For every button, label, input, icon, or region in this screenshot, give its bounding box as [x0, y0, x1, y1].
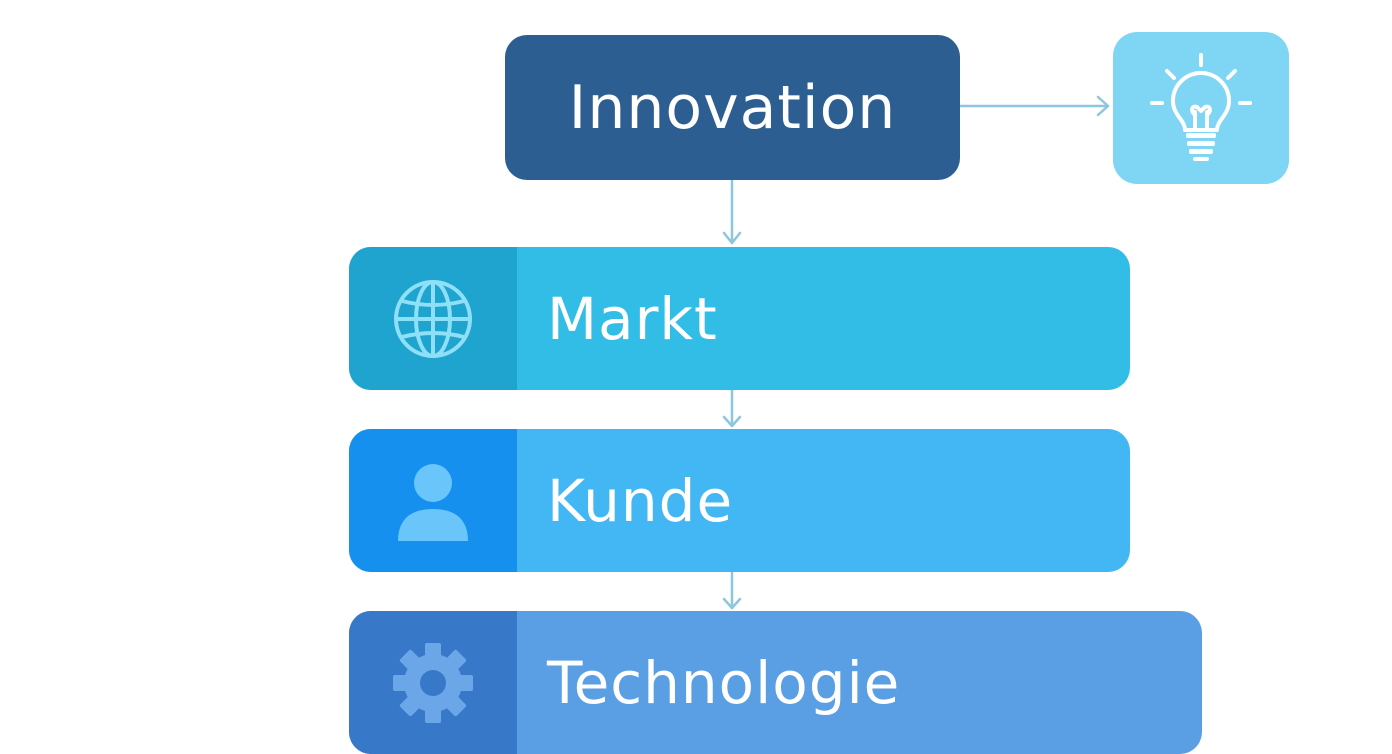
kunde-label: Kunde — [547, 466, 734, 535]
markt-icon-cell — [349, 247, 517, 390]
user-icon — [398, 463, 468, 541]
innovation-node: Innovation — [505, 35, 960, 180]
layer-kunde: Kunde — [349, 429, 1130, 572]
gear-icon — [393, 642, 473, 723]
technologie-label: Technologie — [547, 648, 901, 717]
markt-label: Markt — [547, 284, 718, 353]
kunde-icon-cell — [349, 429, 517, 572]
lightbulb-icon — [1150, 53, 1252, 161]
layer-technologie: Technologie — [349, 611, 1202, 754]
layer-markt: Markt — [349, 247, 1130, 390]
arrowhead-idea — [1096, 95, 1110, 117]
arrowhead-markt — [722, 231, 742, 245]
innovation-label: Innovation — [568, 72, 897, 143]
arrowhead-technologie — [722, 597, 742, 610]
arrowhead-kunde — [722, 415, 742, 428]
globe-icon — [394, 279, 472, 358]
idea-tile — [1113, 32, 1289, 184]
technologie-icon-cell — [349, 611, 517, 754]
